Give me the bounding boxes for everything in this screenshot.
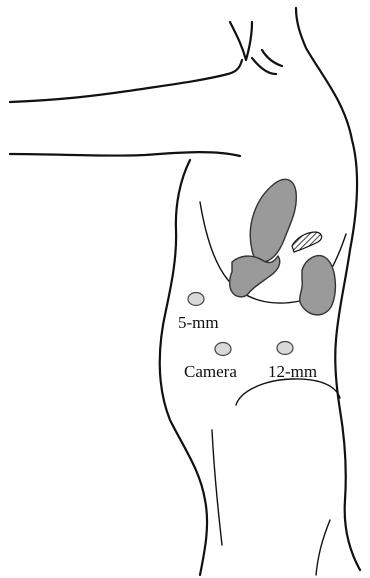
port-camera-label: Camera	[184, 362, 237, 381]
port-12mm-label: 12-mm	[268, 362, 317, 381]
iliac-crest-line	[236, 379, 340, 405]
leg-line	[316, 520, 330, 575]
pancreas-tail-shape	[230, 256, 280, 297]
kidney-shape	[300, 256, 336, 315]
hand-outline	[230, 22, 282, 74]
port-camera-marker	[215, 343, 231, 356]
arm-upper-outline	[10, 60, 242, 102]
spleen-shape	[250, 179, 296, 262]
thigh-line	[212, 430, 222, 545]
port-12mm-marker	[277, 342, 293, 355]
port-5mm-marker	[188, 293, 204, 306]
arm-lower-outline	[10, 152, 240, 156]
adrenal-gland-shape	[292, 232, 322, 252]
port-5mm-label: 5-mm	[178, 313, 219, 332]
